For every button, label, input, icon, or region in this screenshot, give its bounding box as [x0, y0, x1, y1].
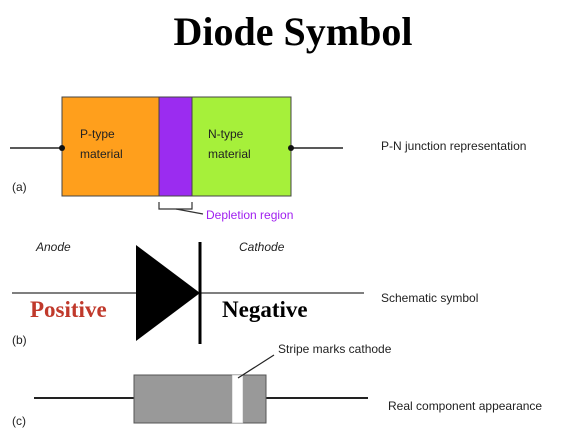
positive-label: Positive: [30, 297, 107, 322]
stripe-pointer: [237, 354, 275, 379]
n-type-region: [191, 96, 292, 197]
p-type-region: [61, 96, 160, 197]
n-type-label-line2: material: [208, 147, 251, 161]
n-type-label-line1: N-type: [208, 127, 244, 141]
p-type-label-line1: P-type: [80, 127, 115, 141]
p-type-label-line2: material: [80, 147, 123, 161]
page-title: Diode Symbol: [173, 9, 413, 54]
junction-terminal-right: [288, 145, 294, 151]
part-c-label: (c): [12, 414, 26, 428]
depletion-region: [158, 96, 193, 197]
cathode-stripe: [231, 374, 244, 424]
diode-triangle: [136, 245, 200, 341]
n-type-label: N-type material: [208, 124, 251, 164]
negative-label: Negative: [222, 297, 308, 322]
depletion-bracket: [158, 202, 193, 210]
anode-label: Anode: [36, 240, 71, 254]
depletion-region-label: Depletion region: [206, 208, 294, 222]
component-caption: Real component appearance: [388, 399, 543, 413]
stripe-label: Stripe marks cathode: [278, 342, 392, 356]
depletion-pointer: [175, 208, 204, 215]
cathode-label: Cathode: [239, 240, 285, 254]
part-b-label: (b): [12, 333, 27, 347]
schematic-caption: Schematic symbol: [381, 291, 479, 305]
junction-terminal-left: [59, 145, 65, 151]
part-a-label: (a): [12, 180, 27, 194]
junction-caption: P-N junction representation: [381, 139, 527, 153]
component-body: [133, 374, 267, 424]
p-type-label: P-type material: [80, 124, 123, 164]
